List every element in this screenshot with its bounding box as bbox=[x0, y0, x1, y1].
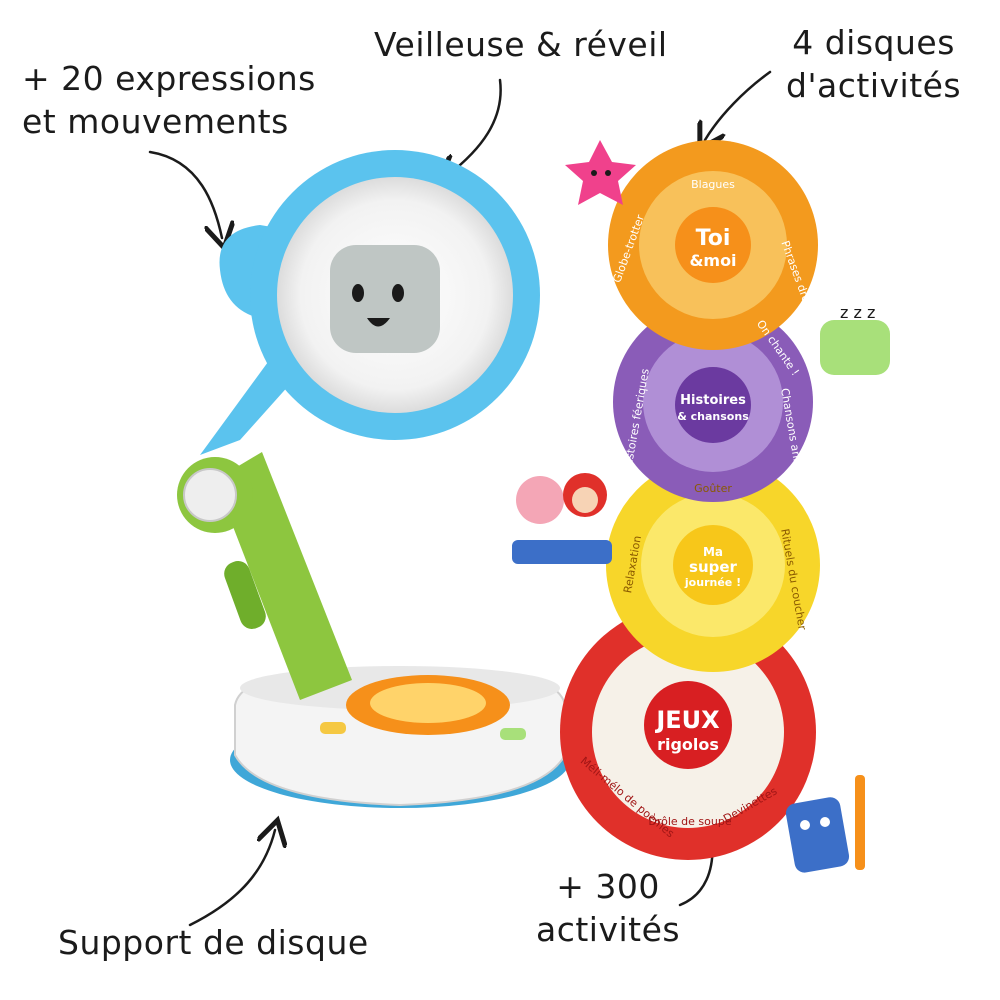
disc-jeux-title-2: rigolos bbox=[657, 735, 719, 754]
arrow-support bbox=[188, 830, 275, 927]
caption-expressions-line2: et mouvements bbox=[22, 101, 289, 141]
face-eye-right bbox=[392, 284, 404, 302]
toothbrush-icon bbox=[855, 775, 865, 870]
disc-journee-title-1: Ma bbox=[703, 545, 723, 559]
lamp-arm-lower bbox=[215, 452, 352, 700]
star-character-icon bbox=[565, 140, 636, 205]
face-mouth bbox=[367, 318, 390, 327]
disc-journee-title-2: super bbox=[689, 558, 738, 576]
caption-expressions: + 20 expressions et mouvements bbox=[22, 58, 316, 144]
seg-jour-0: Goûter bbox=[694, 482, 732, 495]
disc-ma-super-journee bbox=[606, 458, 820, 672]
pillow-character-icon bbox=[820, 320, 890, 375]
caption-disques-line1: 4 disques bbox=[792, 23, 955, 62]
caption-veilleuse: Veilleuse & réveil bbox=[374, 25, 668, 64]
caption-support: Support de disque bbox=[58, 923, 369, 962]
lamp bbox=[177, 150, 570, 808]
caption-activites: + 300 activités bbox=[536, 866, 680, 952]
disc-toi-moi bbox=[608, 140, 818, 350]
caption-expressions-line1: + 20 expressions bbox=[22, 59, 316, 98]
arrow-expressions bbox=[148, 150, 222, 238]
disc-histoires-title-2: & chansons bbox=[677, 410, 749, 423]
disc-titles: Toi &moi Histoires & chansons Ma super j… bbox=[654, 226, 749, 754]
lamp-screen bbox=[330, 245, 440, 353]
seg-toi-0: Blagues bbox=[691, 178, 735, 191]
decorations: z z z bbox=[512, 140, 890, 873]
toothpaste-character-icon bbox=[785, 797, 850, 873]
disc-histoires-title-1: Histoires bbox=[680, 393, 746, 408]
caption-disques: 4 disques d'activités bbox=[786, 22, 961, 108]
caption-activites-line1: + 300 bbox=[556, 867, 660, 906]
pig-character-icon bbox=[516, 476, 564, 524]
book-icon bbox=[512, 540, 612, 564]
svg-text:z z z: z z z bbox=[840, 303, 875, 322]
face-eye-left bbox=[352, 284, 364, 302]
base-button-left bbox=[320, 722, 346, 734]
base-button-right bbox=[500, 728, 526, 740]
arrow-disques bbox=[705, 70, 772, 140]
disc-toi-title-2: &moi bbox=[689, 251, 736, 270]
base-disc-center bbox=[370, 683, 486, 723]
disc-toi-title-1: Toi bbox=[696, 226, 731, 251]
discs-stack bbox=[560, 140, 820, 860]
disc-jeux bbox=[560, 604, 816, 860]
lamp-joint-knob bbox=[183, 468, 237, 522]
caption-activites-line2: activités bbox=[536, 909, 681, 949]
caption-disques-line2: d'activités bbox=[786, 65, 962, 105]
disc-journee-title-3: journée ! bbox=[684, 576, 741, 589]
lamp-arm-slot bbox=[224, 561, 266, 629]
disc-histoires-chansons bbox=[613, 302, 813, 502]
disc-jeux-title-1: JEUX bbox=[654, 706, 720, 734]
seg-jeux-0: Drôle de soupe bbox=[648, 815, 731, 828]
arrow-veilleuse bbox=[448, 78, 502, 175]
